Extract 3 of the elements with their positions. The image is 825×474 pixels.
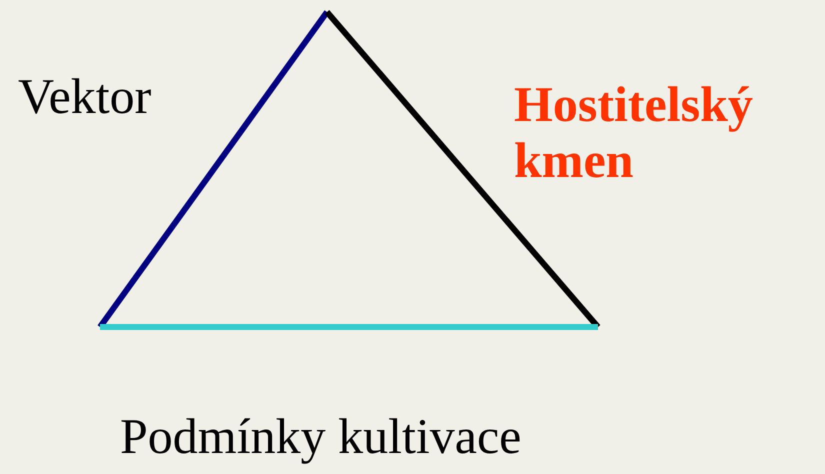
- side-label: Hostitelský kmen: [514, 76, 754, 188]
- side-label: Podmínky kultivace: [120, 408, 522, 464]
- side-label: Vektor: [18, 68, 152, 124]
